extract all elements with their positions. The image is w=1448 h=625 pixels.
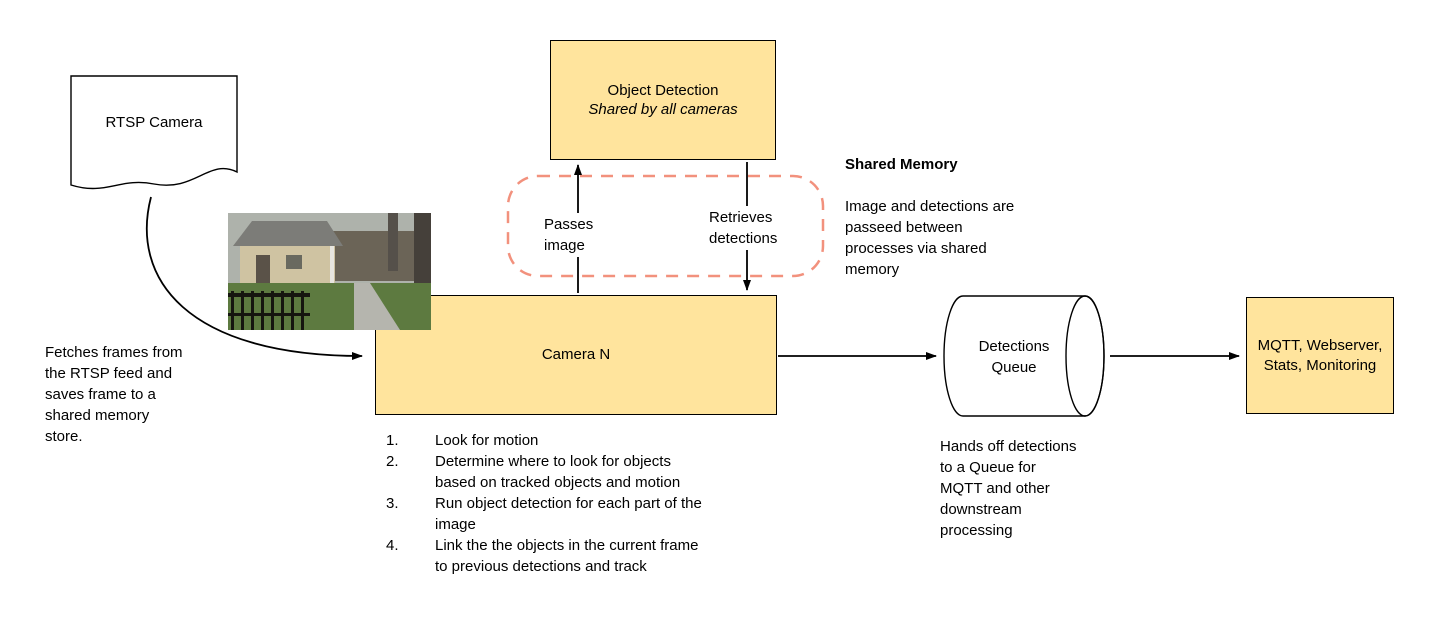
camera-n-label: Camera N bbox=[541, 346, 611, 364]
camera-step-2: 2. Determine where to look for objects b… bbox=[386, 451, 746, 493]
step-text: Link the the objects in the current fram… bbox=[435, 537, 699, 575]
queue-handoff-note: Hands off detections to a Queue for MQTT… bbox=[940, 438, 1077, 539]
step-text: Determine where to look for objects base… bbox=[435, 453, 681, 491]
step-text: Look for motion bbox=[435, 432, 539, 449]
camera-steps-list: 1. Look for motion 2. Determine where to… bbox=[386, 430, 746, 577]
shared-memory-note-title: Shared Memory bbox=[845, 156, 958, 173]
photo-sidewalk bbox=[354, 283, 400, 330]
photo-porch-corner bbox=[414, 213, 431, 285]
shared-memory-note: Shared Memory Image and detections are p… bbox=[845, 133, 1050, 301]
step-number: 3. bbox=[386, 495, 399, 512]
step-number: 4. bbox=[386, 537, 399, 554]
step-number: 1. bbox=[386, 432, 399, 449]
mqtt-webserver-label: MQTT, Webserver, Stats, Monitoring bbox=[1257, 337, 1383, 374]
step-text: Run object detection for each part of th… bbox=[435, 495, 702, 533]
camera-step-3: 3. Run object detection for each part of… bbox=[386, 493, 746, 535]
camera-snapshot-image bbox=[228, 213, 431, 330]
object-detection-node: Object Detection Shared by all cameras bbox=[550, 40, 776, 160]
rtsp-camera-label: RTSP Camera bbox=[105, 114, 203, 131]
retrieves-detections-label: Retrieves detections bbox=[705, 206, 782, 250]
photo-porch-post bbox=[388, 213, 398, 271]
object-detection-title: Object Detection bbox=[607, 81, 719, 99]
camera-step-4: 4. Link the the objects in the current f… bbox=[386, 535, 746, 577]
passes-image-label: Passes image bbox=[540, 213, 598, 257]
shared-memory-note-body: Image and detections are passeed between… bbox=[845, 198, 1015, 278]
photo-grass bbox=[228, 283, 431, 330]
step-number: 2. bbox=[386, 453, 399, 470]
photo-house bbox=[233, 221, 343, 287]
camera-step-1: 1. Look for motion bbox=[386, 430, 746, 451]
object-detection-subtitle: Shared by all cameras bbox=[588, 101, 738, 118]
fetch-frames-note: Fetches frames from the RTSP feed and sa… bbox=[45, 344, 183, 445]
camera-n-node: Camera N bbox=[375, 295, 777, 415]
detections-queue-label: Detections Queue bbox=[978, 338, 1050, 376]
mqtt-webserver-node: MQTT, Webserver, Stats, Monitoring bbox=[1246, 297, 1394, 414]
